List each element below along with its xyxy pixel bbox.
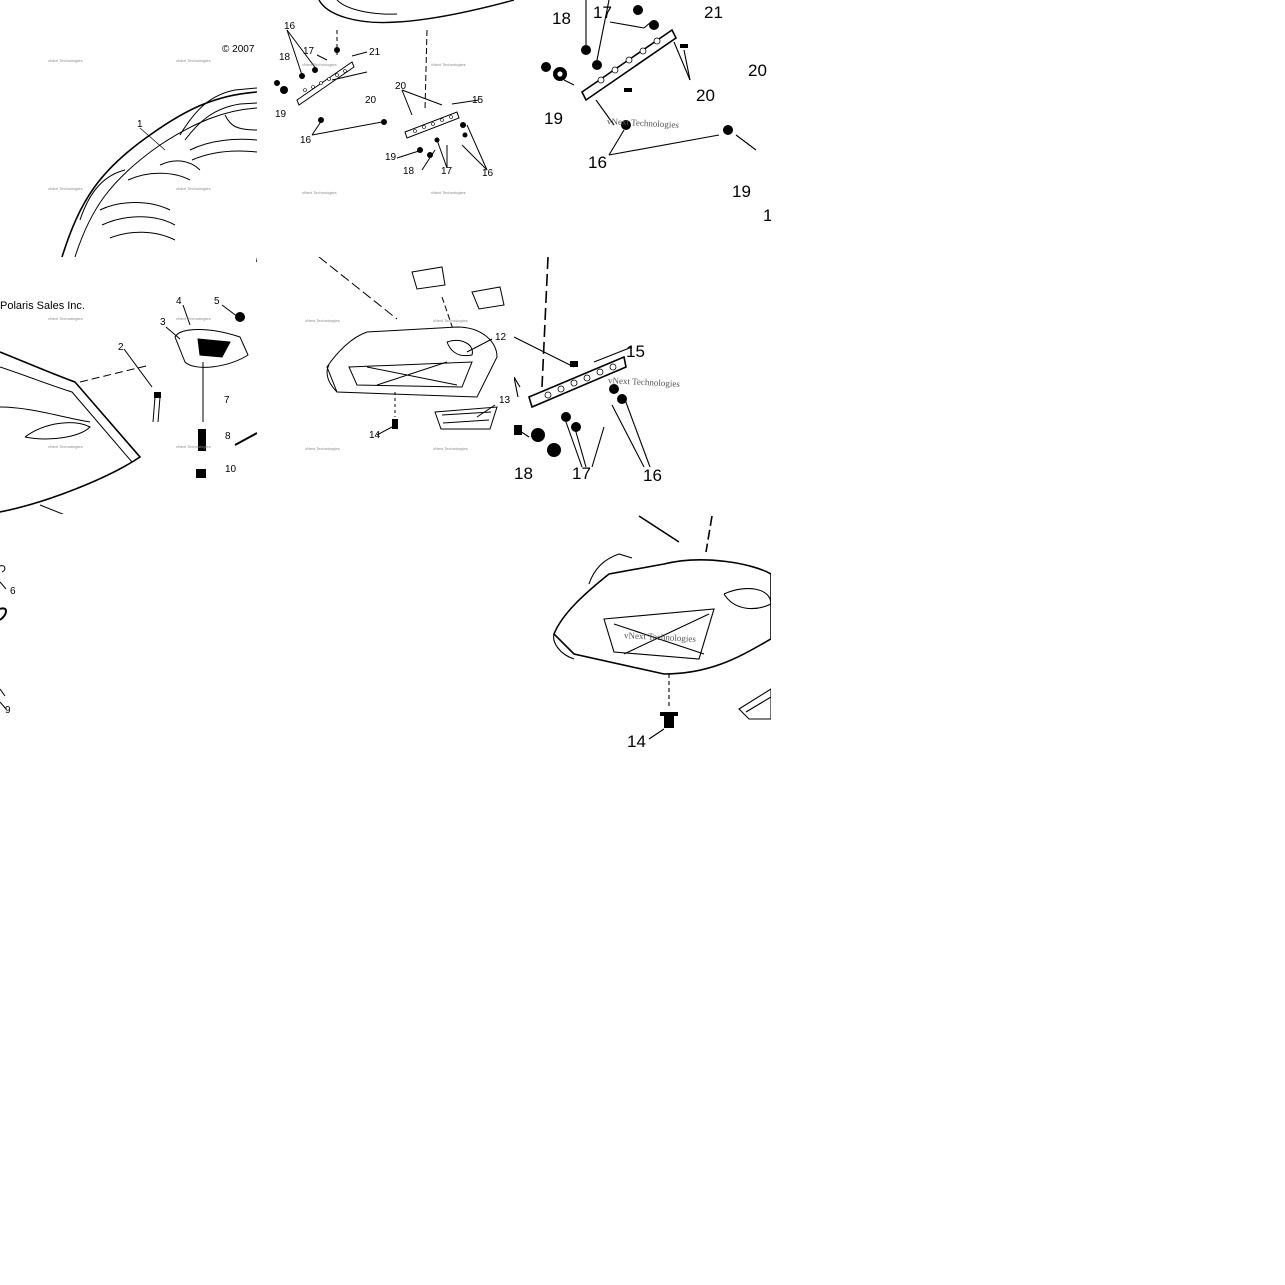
callout-label: 19 (544, 109, 563, 128)
callout-label: 4 (176, 296, 182, 307)
callout-label: 15 (626, 342, 645, 361)
watermark-text: vNext Technologies (302, 62, 337, 67)
bracket-lower-drawing (514, 257, 651, 468)
brackets-small-drawing (274, 0, 514, 171)
watermark-text: vNext Technologies (305, 446, 340, 451)
tile-sparse-left: 11 6 9 (0, 514, 257, 771)
callout-label: 18 (403, 166, 415, 177)
watermark-text: vNext Technologies (302, 190, 337, 195)
callout-label: 17 (593, 3, 612, 22)
callout-label: 19 (732, 182, 751, 201)
callout-label: 5 (214, 296, 220, 307)
callout-label: 17 (572, 464, 591, 483)
callout-label: 20 (365, 95, 377, 106)
watermark-text: vNext Technologies (176, 316, 211, 321)
callout-label: 20 (696, 86, 715, 105)
sparse-left-drawing (0, 565, 7, 710)
callout-label: 16 (284, 21, 296, 32)
bracket-zoom-drawing (541, 0, 757, 156)
callout-label: 18 (514, 464, 533, 483)
callout-label: 16 (300, 135, 312, 146)
callout-label: 20 (748, 61, 767, 80)
callout-label: 16 (643, 466, 662, 485)
watermark-text: vNext Technologies (176, 186, 211, 191)
callout-label: 10 (225, 464, 237, 475)
watermark-text: vNext Technologies (433, 446, 468, 451)
callout-label: 15 (472, 95, 484, 106)
callout-label: 1 (137, 119, 143, 130)
watermark-text: vNext Technologies (431, 190, 466, 195)
watermark-text: vNext Technologies (431, 62, 466, 67)
callout-label: 14 (627, 732, 646, 751)
tile-bellypan-small: 12 13 14 vNext Technologies vNext Techno… (257, 257, 514, 514)
callout-label: 7 (224, 395, 230, 406)
callout-label: 16 (588, 153, 607, 172)
callout-label: 17 (303, 46, 315, 57)
tile-bellypan-zoom: 14 vNext Technologies (514, 514, 771, 771)
bellypan-small-drawing (318, 257, 505, 436)
company-text: Polaris Sales Inc. (0, 300, 85, 312)
watermark-text: vNext Technologies (48, 316, 83, 321)
callout-label: 14 (369, 430, 381, 441)
callout-label: 18 (552, 9, 571, 28)
callout-label: 21 (704, 3, 723, 22)
bellypan-zoom-drawing (553, 515, 771, 740)
copyright-text: © 2007 I (222, 44, 257, 55)
callout-label: 13 (499, 395, 511, 406)
tile-bracket-zoom: 18 17 21 20 19 16 20 19 1 vNext Technolo… (514, 0, 771, 257)
tile-headlight: Polaris Sales Inc. 4 5 3 2 7 8 10 vNext … (0, 257, 257, 514)
callout-label: 20 (395, 81, 407, 92)
callout-label: 8 (225, 431, 231, 442)
watermark-text: vNext Technologies (305, 318, 340, 323)
watermark-text: vNext Technologies (176, 444, 211, 449)
hood-front-drawing (61, 87, 257, 257)
watermark-text: vNext Technologies (48, 186, 83, 191)
callout-label: 6 (10, 586, 16, 597)
callout-label: 1 (763, 206, 771, 225)
callout-label: 12 (495, 332, 507, 343)
headlight-drawing (0, 257, 257, 514)
tile-bracket-lower: 15 18 17 16 vNext Technologies (514, 257, 771, 514)
callout-label: 17 (441, 166, 453, 177)
watermark-text: vNext Technologies (48, 58, 83, 63)
callout-label: 2 (118, 342, 124, 353)
callout-label: 9 (5, 705, 11, 716)
watermark-text: vNext Technologies (433, 318, 468, 323)
watermark-text: vNext Technologies (48, 444, 83, 449)
watermark-text: vNext Technologies (176, 58, 211, 63)
callout-label: 3 (160, 317, 166, 328)
callout-label: 16 (482, 168, 494, 179)
tile-hood-front: © 2007 I 1 vNext Technologies vNext Tech… (0, 0, 257, 257)
callout-label: 19 (275, 109, 287, 120)
callout-label: 21 (369, 47, 381, 58)
callout-label: 18 (279, 52, 291, 63)
tile-brackets-small: 16 17 18 21 19 20 20 15 16 19 18 17 16 v… (257, 0, 514, 257)
callout-label: 19 (385, 152, 397, 163)
